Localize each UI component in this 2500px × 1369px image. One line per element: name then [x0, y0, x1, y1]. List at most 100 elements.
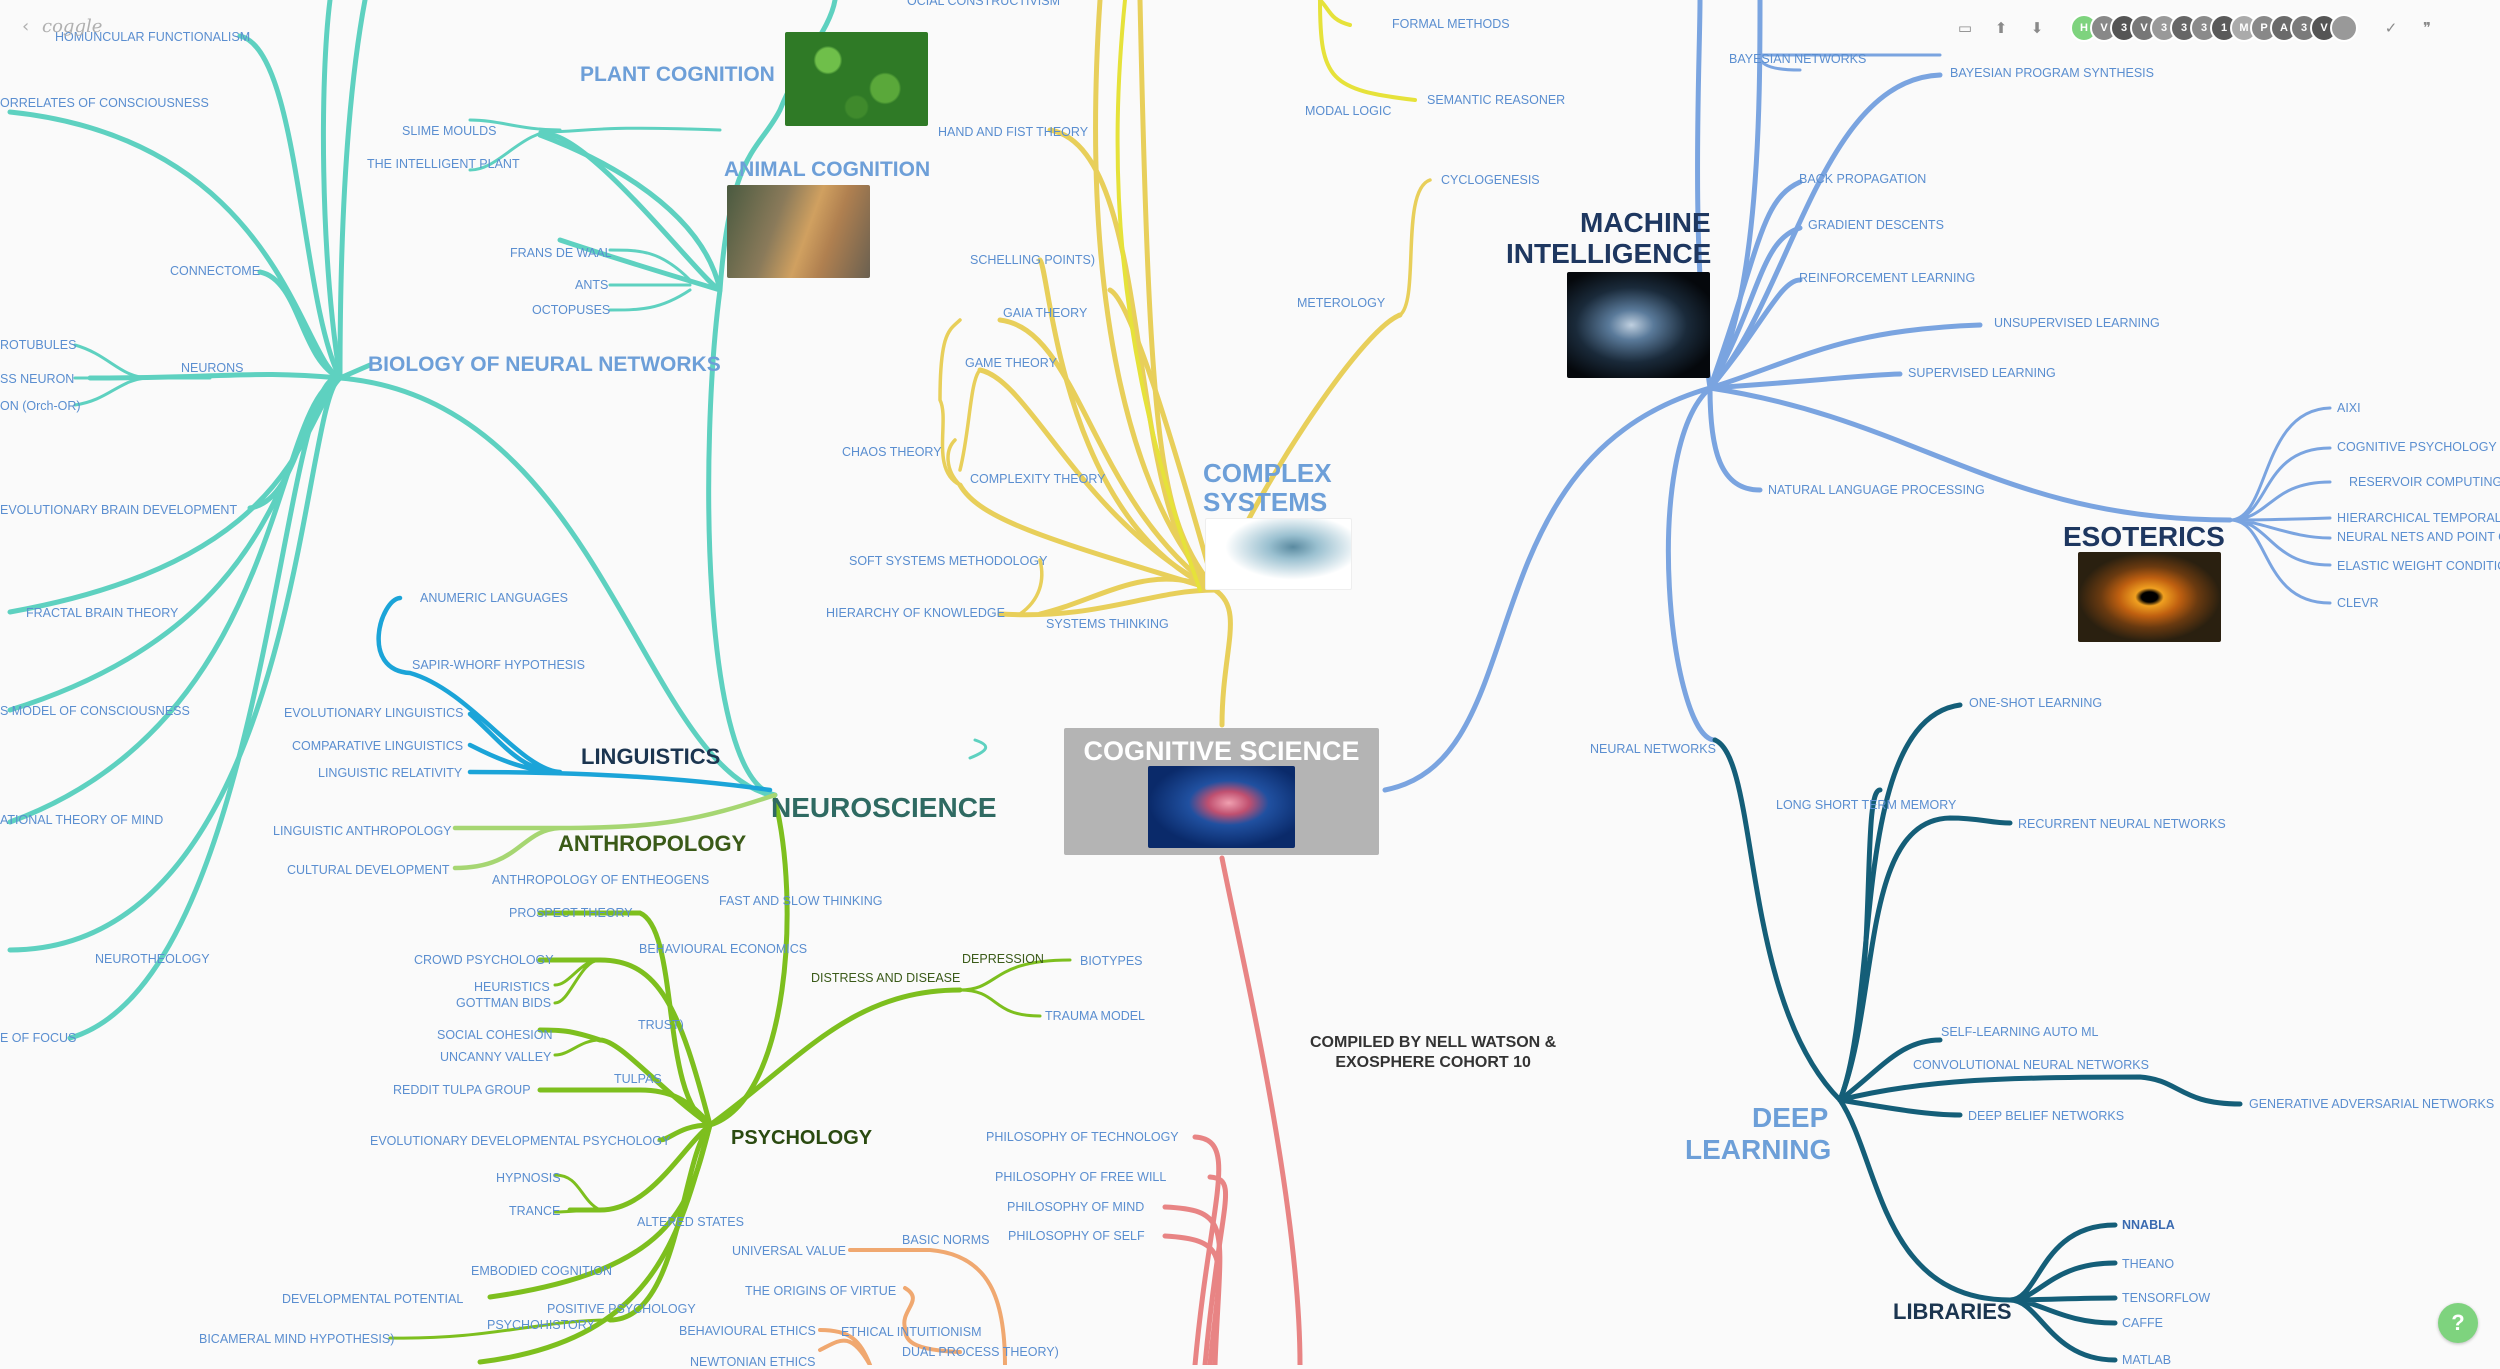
label-hier-temporal[interactable]: HIERARCHICAL TEMPORAL M: [2337, 511, 2500, 525]
label-orch-or[interactable]: ON (Orch-OR): [0, 399, 81, 413]
label-comp-ling[interactable]: COMPARATIVE LINGUISTICS: [292, 739, 464, 753]
label-reinforcement[interactable]: REINFORCEMENT LEARNING: [1799, 271, 1976, 285]
label-homuncular[interactable]: HOMUNCULAR FUNCTIONALISM: [55, 30, 251, 44]
heading-machine-1[interactable]: MACHINE: [1580, 207, 1711, 238]
label-heuristics[interactable]: HEURISTICS: [474, 980, 550, 994]
label-tensorflow[interactable]: TENSORFLOW: [2122, 1291, 2211, 1305]
label-behav-econ[interactable]: BEHAVIOURAL ECONOMICS: [639, 942, 808, 956]
comment-quote-icon[interactable]: ❞: [2422, 19, 2432, 37]
label-reservoir[interactable]: RESERVOIR COMPUTING: [2349, 475, 2500, 489]
label-lstm[interactable]: LONG SHORT TERM MEMORY: [1776, 798, 1957, 812]
label-supervised[interactable]: SUPERVISED LEARNING: [1908, 366, 2056, 380]
label-phil-self[interactable]: PHILOSOPHY OF SELF: [1008, 1229, 1145, 1243]
label-ling-rel[interactable]: LINGUISTIC RELATIVITY: [318, 766, 463, 780]
label-prospect[interactable]: PROSPECT THEORY: [509, 906, 633, 920]
label-uncanny[interactable]: UNCANNY VALLEY: [440, 1050, 552, 1064]
label-hierarchy[interactable]: HIERARCHY OF KNOWLEDGE: [826, 606, 1005, 620]
help-button[interactable]: ?: [2438, 1303, 2478, 1343]
label-hand-fist[interactable]: HAND AND FIST THEORY: [938, 125, 1089, 139]
label-bayesian-networks[interactable]: BAYESIAN NETWORKS: [1729, 52, 1867, 66]
label-cyclogenesis[interactable]: CYCLOGENESIS: [1441, 173, 1540, 187]
heading-anthropology[interactable]: ANTHROPOLOGY: [558, 831, 747, 856]
label-ss-neuron[interactable]: SS NEURON: [0, 372, 75, 386]
arrow-down-icon[interactable]: ⬇: [2030, 19, 2044, 37]
center-node[interactable]: COGNITIVE SCIENCE: [1064, 728, 1379, 855]
label-complexity[interactable]: COMPLEXITY THEORY: [970, 472, 1106, 486]
label-dbn[interactable]: DEEP BELIEF NETWORKS: [1968, 1109, 2125, 1123]
label-gaia[interactable]: GAIA THEORY: [1003, 306, 1088, 320]
heading-complex-1[interactable]: COMPLEX: [1203, 458, 1332, 488]
label-behav-ethics[interactable]: BEHAVIOURAL ETHICS: [679, 1324, 816, 1338]
label-gradient[interactable]: GRADIENT DESCENTS: [1808, 218, 1944, 232]
collaborator-avatar[interactable]: [2330, 14, 2358, 42]
label-neurotheology[interactable]: NEUROTHEOLOGY: [95, 952, 210, 966]
back-chevron-icon[interactable]: ‹: [22, 16, 30, 37]
label-systems-thinking[interactable]: SYSTEMS THINKING: [1046, 617, 1169, 631]
heading-libraries[interactable]: LIBRARIES: [1893, 1299, 2012, 1324]
label-neural-nets-point[interactable]: NEURAL NETS AND POINT CL: [2337, 530, 2500, 544]
label-positive-psych[interactable]: POSITIVE PSYCHOLOGY: [547, 1302, 696, 1316]
label-reddit-tulpa[interactable]: REDDIT TULPA GROUP: [393, 1083, 531, 1097]
label-chaos[interactable]: CHAOS THEORY: [842, 445, 942, 459]
label-sapir[interactable]: SAPIR-WHORF HYPOTHESIS: [412, 658, 585, 672]
label-caffe[interactable]: CAFFE: [2122, 1316, 2163, 1330]
label-of-focus[interactable]: E OF FOCUS: [0, 1031, 77, 1045]
label-evo-brain[interactable]: EVOLUTIONARY BRAIN DEVELOPMENT: [0, 503, 238, 517]
label-cnn[interactable]: CONVOLUTIONAL NEURAL NETWORKS: [1913, 1058, 2149, 1072]
heading-deep-2[interactable]: LEARNING: [1685, 1134, 1832, 1165]
label-semantic-reasoner[interactable]: SEMANTIC REASONER: [1427, 93, 1566, 107]
label-soft-systems[interactable]: SOFT SYSTEMS METHODOLOGY: [849, 554, 1048, 568]
label-evo-ling[interactable]: EVOLUTIONARY LINGUISTICS: [284, 706, 464, 720]
heading-machine-2[interactable]: INTELLIGENCE: [1506, 238, 1712, 269]
heading-biology[interactable]: BIOLOGY OF NEURAL NETWORKS: [368, 353, 721, 376]
heading-complex-2[interactable]: SYSTEMS: [1203, 487, 1328, 517]
coggle-logo[interactable]: coggle: [42, 16, 103, 37]
label-frans[interactable]: FRANS DE WAAL: [510, 246, 612, 260]
label-bayesian-program[interactable]: BAYESIAN PROGRAM SYNTHESIS: [1950, 66, 2154, 80]
label-one-shot[interactable]: ONE-SHOT LEARNING: [1969, 696, 2103, 710]
label-connectome[interactable]: CONNECTOME: [170, 264, 261, 278]
label-ling-anthro[interactable]: LINGUISTIC ANTHROPOLOGY: [273, 824, 452, 838]
label-cultural-dev[interactable]: CULTURAL DEVELOPMENT: [287, 863, 450, 877]
label-matlab[interactable]: MATLAB: [2122, 1353, 2172, 1367]
label-ethical-intuit[interactable]: ETHICAL INTUITIONISM: [841, 1325, 982, 1339]
heading-psychology[interactable]: PSYCHOLOGY: [731, 1127, 873, 1149]
label-origins-virtue[interactable]: THE ORIGINS OF VIRTUE: [745, 1284, 897, 1298]
label-evo-dev-psych[interactable]: EVOLUTIONARY DEVELOPMENTAL PSYCHOLOGY: [370, 1134, 671, 1148]
label-theano[interactable]: THEANO: [2122, 1257, 2175, 1271]
heading-neuroscience[interactable]: NEUROSCIENCE: [771, 792, 997, 823]
label-rotubules[interactable]: ROTUBULES: [0, 338, 77, 352]
label-altered[interactable]: ALTERED STATES: [637, 1215, 744, 1229]
heading-deep-1[interactable]: DEEP: [1752, 1102, 1829, 1133]
heading-linguistics[interactable]: LINGUISTICS: [581, 744, 721, 769]
label-nlp[interactable]: NATURAL LANGUAGE PROCESSING: [1768, 483, 1985, 497]
label-clevr[interactable]: CLEVR: [2337, 596, 2379, 610]
label-modal-logic[interactable]: MODAL LOGIC: [1305, 104, 1392, 118]
label-octopuses[interactable]: OCTOPUSES: [532, 303, 611, 317]
label-phil-tech[interactable]: PHILOSOPHY OF TECHNOLOGY: [986, 1130, 1179, 1144]
label-trauma[interactable]: TRAUMA MODEL: [1045, 1009, 1146, 1023]
label-embodied[interactable]: EMBODIED COGNITION: [471, 1264, 612, 1278]
label-phil-free[interactable]: PHILOSOPHY OF FREE WILL: [995, 1170, 1167, 1184]
label-basic-norms[interactable]: BASIC NORMS: [902, 1233, 990, 1247]
label-formal-methods[interactable]: FORMAL METHODS: [1392, 17, 1510, 31]
label-rational-theory[interactable]: ATIONAL THEORY OF MIND: [0, 813, 164, 827]
label-game-theory[interactable]: GAME THEORY: [965, 356, 1057, 370]
label-crowd-psych[interactable]: CROWD PSYCHOLOGY: [414, 953, 554, 967]
label-newtonian[interactable]: NEWTONIAN ETHICS: [690, 1355, 816, 1369]
label-schelling[interactable]: SCHELLING POINTS): [970, 253, 1096, 267]
label-back-prop[interactable]: BACK PROPAGATION: [1799, 172, 1927, 186]
heading-esoterics[interactable]: ESOTERICS: [2063, 521, 2225, 552]
label-tulpas[interactable]: TULPAS: [614, 1072, 662, 1086]
label-meterology[interactable]: METEROLOGY: [1297, 296, 1386, 310]
label-neural-networks[interactable]: NEURAL NETWORKS: [1590, 742, 1716, 756]
label-gottman[interactable]: GOTTMAN BIDS: [456, 996, 552, 1010]
label-fractal[interactable]: FRACTAL BRAIN THEORY: [26, 606, 179, 620]
label-unsupervised[interactable]: UNSUPERVISED LEARNING: [1994, 316, 2160, 330]
heading-animal-cognition[interactable]: ANIMAL COGNITION: [724, 158, 931, 181]
label-dual-process[interactable]: DUAL PROCESS THEORY): [902, 1345, 1059, 1359]
label-distress[interactable]: DISTRESS AND DISEASE: [811, 971, 961, 985]
label-slime[interactable]: SLIME MOULDS: [402, 124, 497, 138]
check-icon[interactable]: ✓: [2384, 19, 2398, 37]
